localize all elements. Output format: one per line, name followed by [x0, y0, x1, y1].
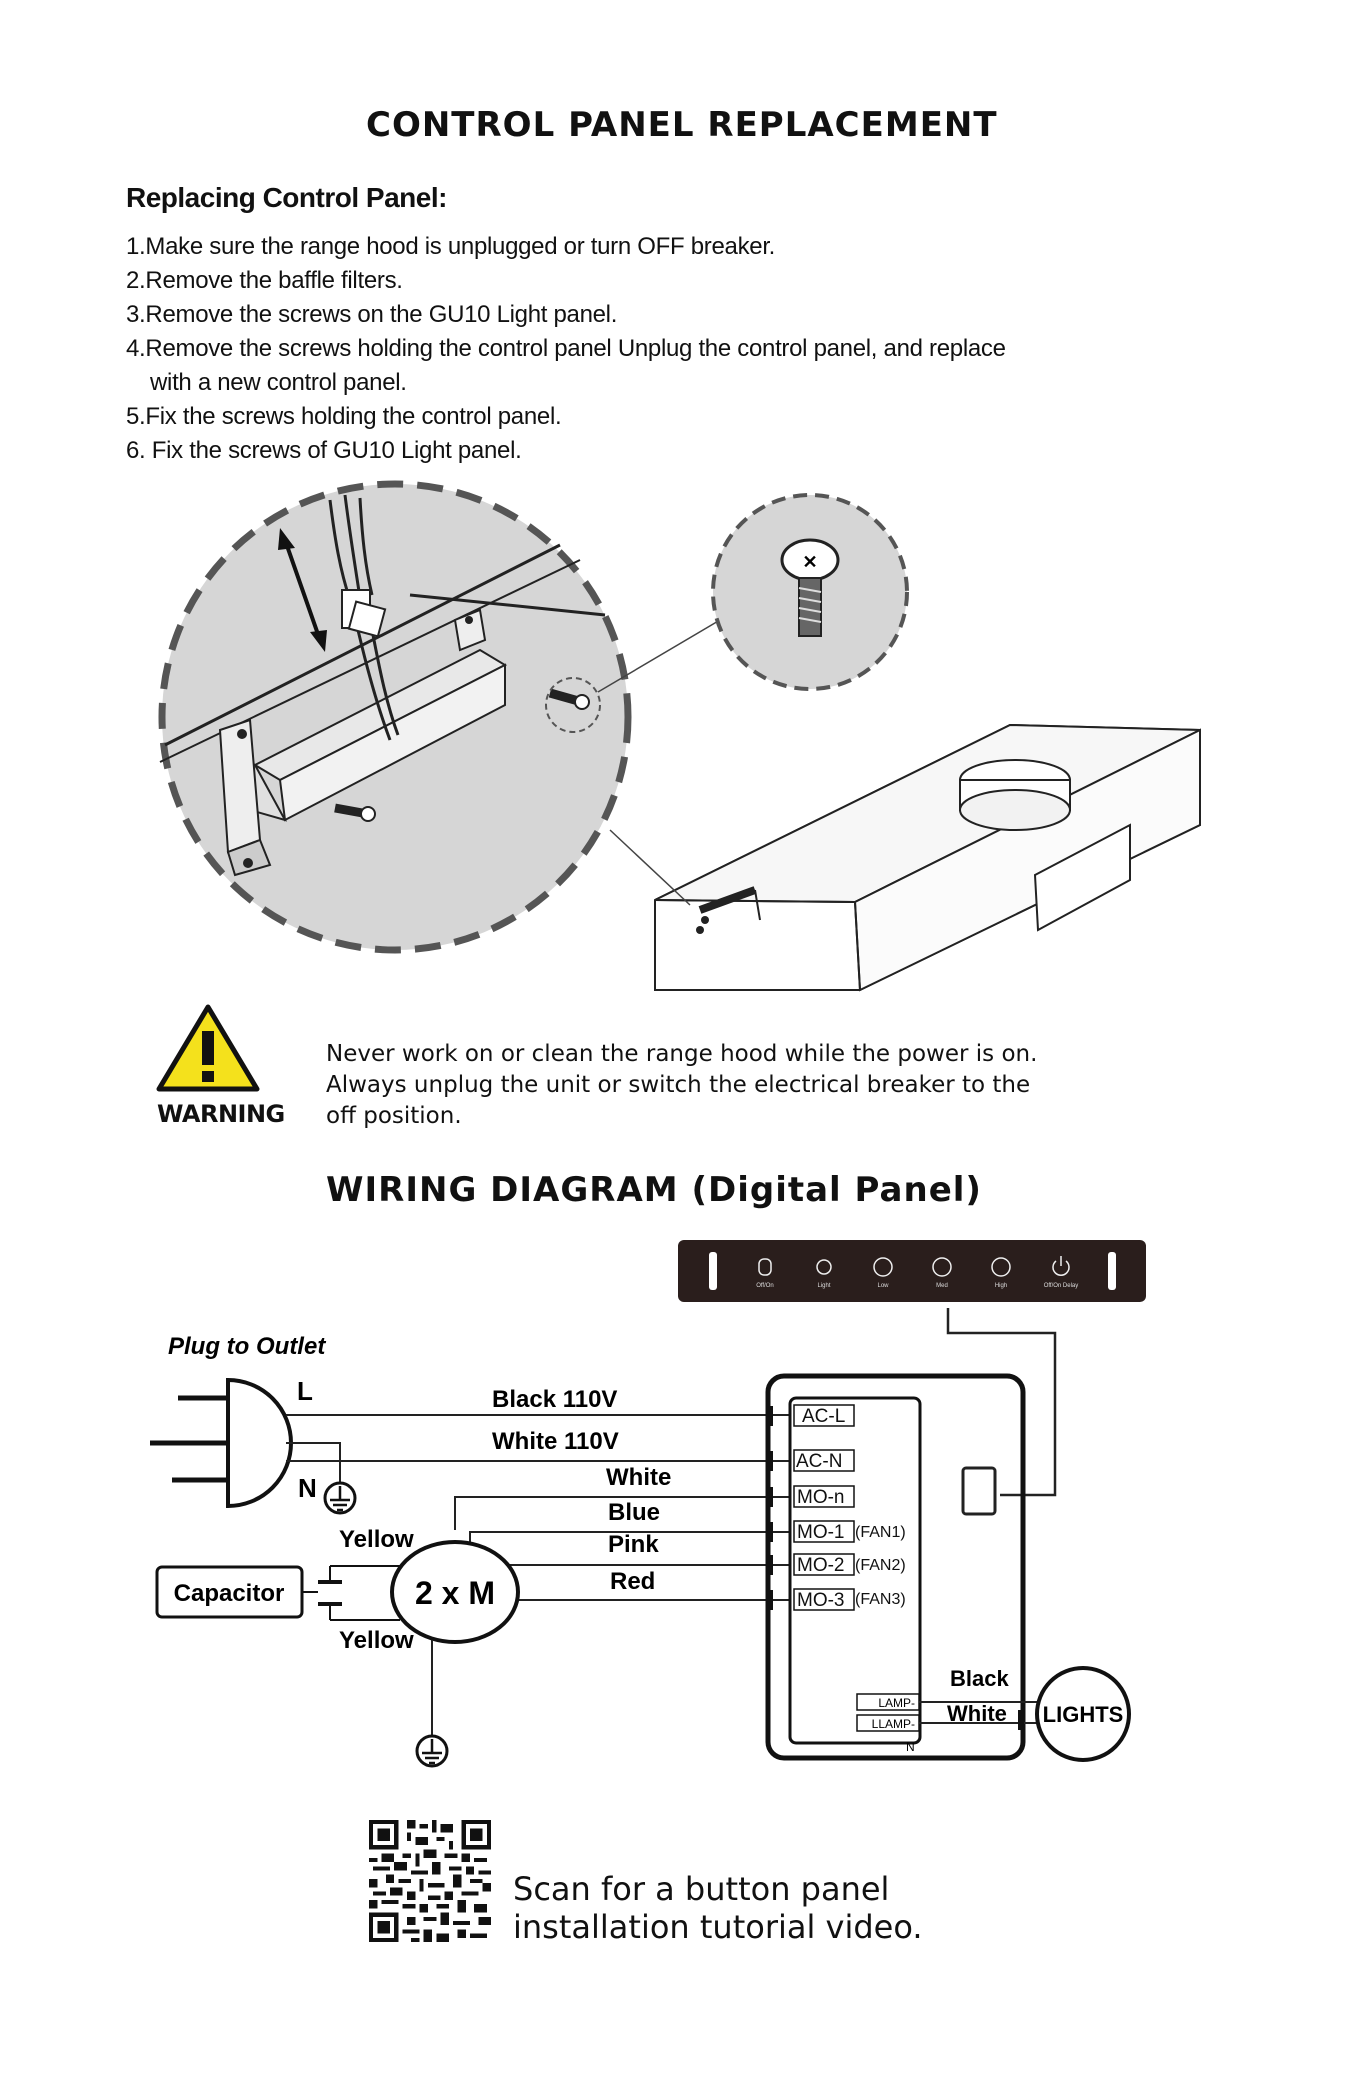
warning-line-2: Always unplug the unit or switch the ele…	[326, 1072, 1031, 1098]
fan3-label: (FAN3)	[855, 1591, 906, 1608]
page-title: CONTROL PANEL REPLACEMENT	[366, 105, 998, 145]
screw-lower	[334, 803, 376, 822]
qr-caption: Scan for a button panel installation tut…	[513, 1870, 923, 1946]
terminal-mo-n: MO-n	[797, 1487, 845, 1508]
wire-label-white-110v: White 110V	[492, 1428, 619, 1455]
lights-wire-white-label: White	[947, 1701, 1007, 1726]
ground-icon	[323, 1481, 357, 1515]
qr-code-icon	[369, 1820, 491, 1942]
terminal-mo-1: MO-1	[797, 1522, 845, 1543]
lights-label: LIGHTS	[1043, 1702, 1124, 1727]
digital-control-panel: Off/On Light Low Med High Off/On Delay	[678, 1240, 1146, 1302]
wiring-diagram: Off/On Light Low Med High Off/On Delay P…	[150, 1240, 1146, 1768]
panel-btn-label-6: Off/On Delay	[1044, 1283, 1079, 1289]
qr-caption-line-2: installation tutorial video.	[513, 1908, 923, 1946]
light-button-icon	[816, 1259, 832, 1275]
step-3: 3.Remove the screws on the GU10 Light pa…	[126, 301, 618, 328]
plug-label: Plug to Outlet	[168, 1333, 326, 1360]
step-1: 1.Make sure the range hood is unplugged …	[126, 233, 776, 260]
terminal-mo-2: MO-2	[797, 1555, 845, 1576]
fan-low-button-icon	[873, 1257, 893, 1277]
panel-btn-label-5: High	[995, 1283, 1007, 1289]
replacement-illustration: ✕	[158, 480, 1201, 992]
panel-connector	[961, 1466, 997, 1516]
motor-ground-icon	[415, 1734, 449, 1768]
wire-label-red: Red	[610, 1568, 655, 1595]
panel-btn-label-3: Low	[877, 1283, 889, 1289]
terminal-lamp: LAMP-	[878, 1696, 915, 1710]
warning-line-3: off position.	[326, 1103, 462, 1129]
step-2: 2.Remove the baffle filters.	[126, 267, 403, 294]
fan-high-button-icon	[991, 1257, 1011, 1277]
control-panel-detail	[159, 494, 721, 877]
plug-icon	[150, 1377, 293, 1509]
wire-label-yellow-bottom: Yellow	[339, 1627, 414, 1654]
warning-text: Never work on or clean the range hood wh…	[326, 1039, 1037, 1132]
svg-text:✕: ✕	[802, 552, 817, 572]
delay-off-button-icon	[1052, 1260, 1070, 1276]
step-4-continued: with a new control panel.	[150, 369, 407, 396]
control-board	[788, 1396, 922, 1745]
neutral-label-N: N	[298, 1473, 317, 1503]
wire-label-black-110v: Black 110V	[492, 1386, 617, 1413]
terminal-n-small: N	[906, 1740, 915, 1754]
wiring-title: WIRING DIAGRAM (Digital Panel)	[326, 1170, 982, 1210]
warning-line-1: Never work on or clean the range hood wh…	[326, 1041, 1038, 1067]
step-6: 6. Fix the screws of GU10 Light panel.	[126, 437, 522, 464]
panel-btn-label-2: Light	[817, 1283, 830, 1289]
fan1-label: (FAN1)	[855, 1524, 906, 1541]
steps-list: 1.Make sure the range hood is unplugged …	[126, 230, 1006, 468]
step-4: 4.Remove the screws holding the control …	[126, 335, 1006, 362]
lights-wire-black-label: Black	[950, 1666, 1009, 1691]
wire-label-blue: Blue	[608, 1499, 660, 1526]
motor-circle	[390, 1540, 520, 1644]
lights-circle	[1035, 1666, 1131, 1762]
fan-med-button-icon	[932, 1257, 952, 1277]
terminal-ac-l: AC-L	[802, 1406, 845, 1427]
screw-large-icon: ✕	[780, 538, 840, 637]
qr-caption-line-1: Scan for a button panel	[513, 1870, 890, 1908]
wire-label-white: White	[606, 1464, 671, 1491]
warning-label: WARNING	[157, 1100, 285, 1128]
terminal-mo-3: MO-3	[797, 1590, 845, 1611]
warning-triangle-icon	[156, 1004, 260, 1092]
panel-btn-label-1: Off/On	[756, 1283, 774, 1289]
wire-label-yellow-top: Yellow	[339, 1526, 414, 1553]
wire-label-pink: Pink	[608, 1531, 659, 1558]
screw-upper	[548, 688, 590, 710]
line-label-L: L	[297, 1376, 313, 1406]
panel-btn-label-4: Med	[936, 1283, 948, 1289]
terminal-llamp: LLAMP-	[872, 1717, 915, 1731]
step-5: 5.Fix the screws holding the control pan…	[126, 403, 562, 430]
power-button-icon	[758, 1258, 772, 1276]
capacitor-label: Capacitor	[174, 1580, 285, 1607]
section-title: Replacing Control Panel:	[126, 182, 447, 213]
range-hood-drawing	[609, 723, 1201, 992]
terminal-ac-n: AC-N	[796, 1451, 842, 1472]
motor-label: 2 x M	[415, 1575, 495, 1611]
fan2-label: (FAN2)	[855, 1557, 906, 1574]
